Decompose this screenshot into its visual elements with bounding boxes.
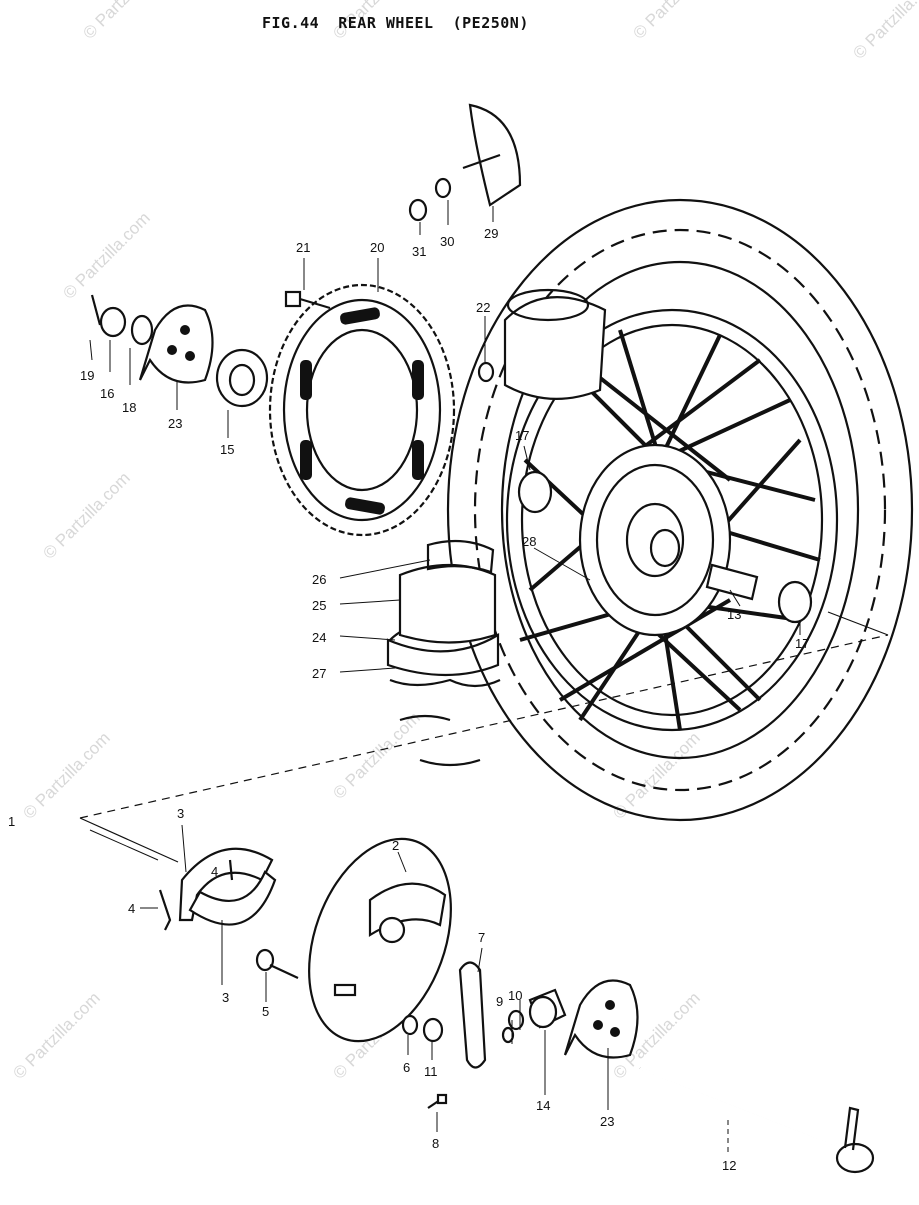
- callout-18: 18: [122, 400, 136, 415]
- callout-13: 13: [727, 607, 741, 622]
- callout-5: 5: [262, 1004, 269, 1019]
- brake-arm-bolt: [427, 1093, 448, 1109]
- callout-6: 6: [403, 1060, 410, 1075]
- sprocket-bolt: [284, 290, 331, 310]
- spring-washer: [501, 1026, 515, 1044]
- callout-1: 1: [8, 814, 15, 829]
- tube-section-bottom: [386, 539, 500, 677]
- axle: [639, 1066, 875, 1174]
- callout-24: 24: [312, 630, 326, 645]
- callout-12: 12: [722, 1158, 736, 1173]
- callout-27: 27: [312, 666, 326, 681]
- brake-nut: [422, 1017, 444, 1043]
- figure-title: FIG.44 REAR WHEEL (PE250N): [262, 14, 529, 32]
- callout-labels: 1 2 3 3 4 4 5 6 7 8 9 10 11 12 13 14 15 …: [8, 226, 809, 1173]
- brake-arm: [458, 961, 487, 1069]
- callout-23-bottom: 23: [600, 1114, 614, 1129]
- sprocket-nut: [477, 361, 495, 383]
- spacer: [705, 563, 759, 601]
- arm-nut: [507, 1009, 525, 1031]
- watermark: © Partzilla.com: [849, 0, 919, 63]
- callout-17-left: 17: [515, 428, 529, 443]
- chain-guard-parts: [408, 103, 522, 222]
- callout-20: 20: [370, 240, 384, 255]
- watermark: © Partzilla.com: [609, 728, 703, 822]
- brake-panel: [308, 837, 452, 1043]
- callout-4-left: 4: [128, 901, 135, 916]
- washer: [401, 1014, 419, 1036]
- brake-cam: [255, 948, 299, 979]
- callout-9: 9: [496, 994, 503, 1009]
- bearing-left: [517, 470, 553, 514]
- sprocket-side-parts: [90, 294, 269, 408]
- callout-21: 21: [296, 240, 310, 255]
- watermark: © Partzilla.com: [79, 0, 173, 43]
- hub: [578, 443, 732, 637]
- callout-22: 22: [476, 300, 490, 315]
- rim: [505, 308, 839, 732]
- callout-8: 8: [432, 1136, 439, 1151]
- watermark: © Partzilla.com: [9, 988, 103, 1082]
- callout-29: 29: [484, 226, 498, 241]
- bearing-right: [777, 580, 813, 624]
- callout-3-top: 3: [177, 806, 184, 821]
- callout-19: 19: [80, 368, 94, 383]
- watermark: © Partzilla.com: [59, 208, 153, 302]
- callout-17-right: 17: [795, 636, 809, 651]
- callout-4-inner: 4: [211, 864, 218, 879]
- sprocket: [268, 283, 456, 537]
- callout-2: 2: [392, 838, 399, 853]
- callout-3-bottom: 3: [222, 990, 229, 1005]
- callout-16: 16: [100, 386, 114, 401]
- callout-26: 26: [312, 572, 326, 587]
- callout-28: 28: [522, 534, 536, 549]
- watermark: © Partzilla.com: [19, 728, 113, 822]
- watermark: © Partzilla.com: [629, 0, 723, 43]
- callout-30: 30: [440, 234, 454, 249]
- callout-15: 15: [220, 442, 234, 457]
- callout-23-top: 23: [168, 416, 182, 431]
- callout-14: 14: [536, 1098, 550, 1113]
- callout-25: 25: [312, 598, 326, 613]
- watermark: © Partzilla.com: [329, 708, 423, 802]
- callout-11: 11: [424, 1064, 438, 1079]
- brake-shoes: [158, 847, 277, 931]
- reference-lines: [79, 611, 889, 863]
- tube-section-top: [503, 288, 607, 400]
- callout-31: 31: [412, 244, 426, 259]
- callout-7: 7: [478, 930, 485, 945]
- watermark: © Partzilla.com: [39, 468, 133, 562]
- axle-spacer-and-adjuster: [528, 979, 639, 1059]
- leader-lines: [89, 200, 801, 1155]
- callout-10: 10: [508, 988, 522, 1003]
